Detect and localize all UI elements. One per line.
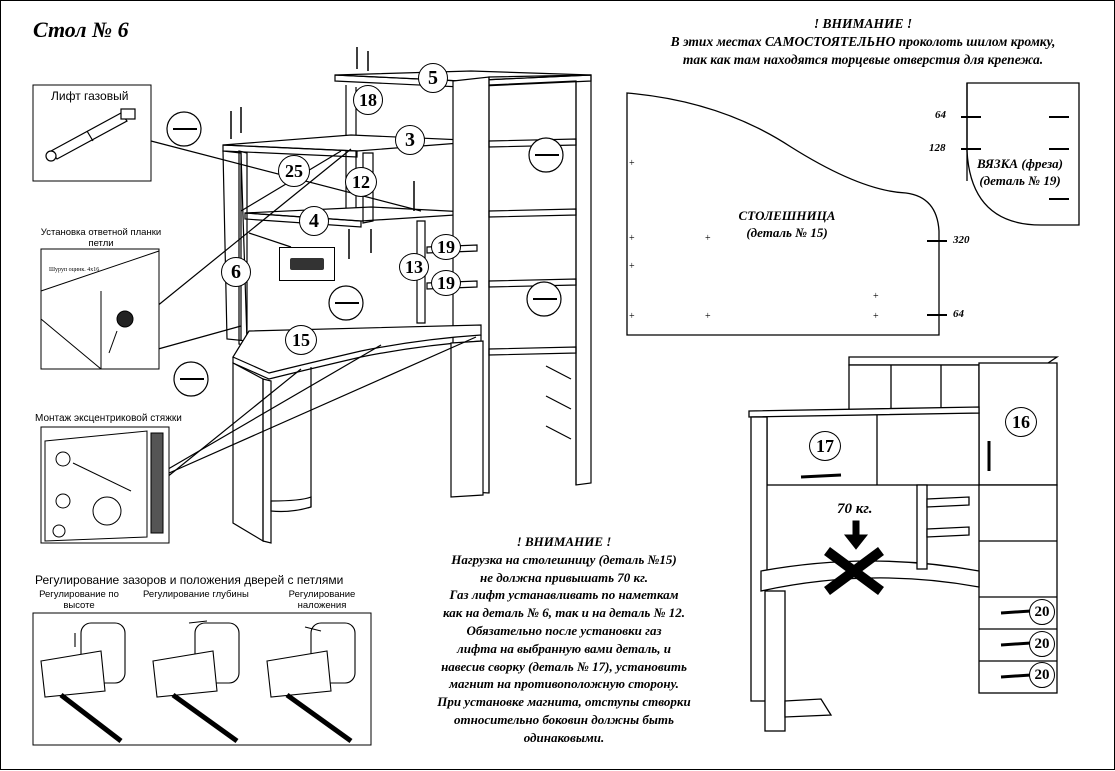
binding-part: (деталь № 19) [979,173,1061,188]
part-number-4: 4 [299,206,329,236]
svg-text:+: + [629,261,635,272]
part-number-20-c: 20 [1029,662,1055,688]
doors-adjust-title: Регулирование зазоров и положения дверей… [35,573,344,587]
part-number-5: 5 [418,63,448,93]
part-number-3: 3 [395,125,425,155]
bottom-warning-line: Нагрузка на столешницу (деталь №15) [451,551,677,567]
svg-text:+: + [873,291,879,302]
svg-text:+: + [629,158,635,169]
tabletop-label: СТОЛЕШНИЦА (деталь № 15) [717,207,857,241]
part-number-6: 6 [221,257,251,287]
adjust-overlay-label: Регулирование наложения [288,589,356,611]
eccentric-label: Монтаж эксцентриковой стяжки [35,413,182,424]
top-warning-line2: так как там находятся торцевые отверстия… [682,52,1044,67]
part-number-25: 25 [278,155,310,187]
bottom-warning-line: одинаковыми. [523,729,605,745]
dim-128: 128 [929,142,946,154]
bottom-warning-line: лифта на выбранную вами деталь, и [457,640,671,656]
hardware-detail-box [279,247,335,281]
bottom-warning-line: При установке магнита, отступы створки [437,694,691,710]
gas-lift-label: Лифт газовый [51,89,129,103]
binding-label: ВЯЗКА (фреза) (деталь № 19) [965,155,1075,189]
bottom-warning-line: как на деталь № 6, так и на деталь № 12. [442,605,686,621]
bottom-warning-heading: ! ВНИМАНИЕ ! [516,534,612,549]
hinge-plate-label: Установка ответной планки петли [40,227,162,249]
dim-64-binding: 64 [935,109,946,121]
dim-64-tabletop: 64 [953,308,964,320]
part-number-16: 16 [1005,407,1037,437]
bottom-warning: ! ВНИМАНИЕ ! Нагрузка на столешницу (дет… [399,533,729,747]
bottom-warning-line: магнит на противоположную сторону. [449,676,679,692]
part-number-12: 12 [345,167,377,197]
svg-text:+: + [629,311,635,322]
load-label: 70 кг. [837,501,873,517]
bottom-warning-line: не должна привышать 70 кг. [479,569,649,585]
svg-text:+: + [873,311,879,322]
bottom-warning-line: относительно боковин должны быть [454,711,674,727]
part-number-20-b: 20 [1029,631,1055,657]
dim-320: 320 [953,234,970,246]
svg-text:+: + [629,233,635,244]
part-number-17: 17 [809,431,841,461]
bottom-warning-line: Газ лифт устанавливать по наметкам [449,587,679,603]
magnet-catch-icon [290,258,324,270]
top-warning-heading: ! ВНИМАНИЕ ! [813,16,913,31]
tabletop-part: (деталь № 15) [746,225,828,240]
bottom-warning-line: Обязательно после установки газ [466,622,662,638]
tabletop-title: СТОЛЕШНИЦА [738,208,836,223]
part-number-19-b: 19 [431,270,461,296]
adjust-depth-label: Регулирование глубины [143,589,249,600]
bottom-warning-line: навесив сворку (деталь № 17), установить [441,658,687,674]
part-number-20-a: 20 [1029,599,1055,625]
part-number-18: 18 [353,85,383,115]
svg-text:+: + [705,233,711,244]
adjust-height-label: Регулирование по высоте [39,589,119,611]
page-title: Стол № 6 [33,17,129,42]
binding-title: ВЯЗКА (фреза) [976,156,1063,171]
svg-text:+: + [705,311,711,322]
top-warning: ! ВНИМАНИЕ ! В этих местах САМОСТОЯТЕЛЬН… [623,15,1103,69]
screw-label: Шуруп оцинк. 4x16 [49,267,100,273]
part-number-13: 13 [399,253,429,281]
top-warning-line1: В этих местах САМОСТОЯТЕЛЬНО проколоть ш… [670,34,1056,49]
part-number-19-a: 19 [431,234,461,260]
part-number-15: 15 [285,325,317,355]
